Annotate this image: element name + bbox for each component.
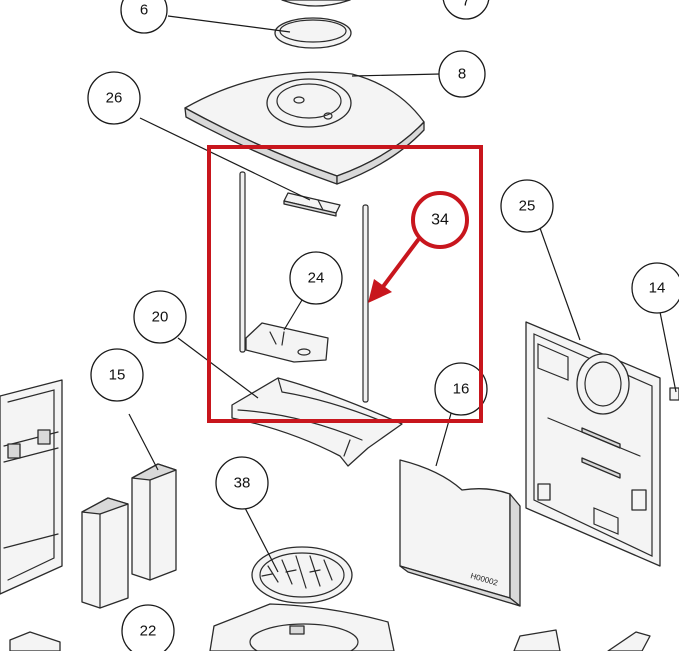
callout-38: 38 [215, 456, 269, 510]
callout-25: 25 [500, 179, 554, 233]
part-6-disc [274, 17, 352, 49]
part-24-plate [245, 322, 329, 363]
highlight-box [207, 145, 483, 423]
svg-text:20: 20 [152, 309, 169, 326]
highlight-circle [411, 191, 469, 249]
svg-text:16: 16 [453, 381, 470, 398]
svg-text:24: 24 [308, 270, 325, 287]
left-side-panel [0, 379, 63, 595]
leader-lines [128, 15, 677, 573]
svg-text:26: 26 [106, 90, 123, 107]
svg-text:8: 8 [458, 66, 466, 83]
callout-24: 24 [289, 251, 343, 305]
svg-text:14: 14 [649, 280, 666, 297]
part-26-bracket [283, 192, 341, 217]
callout-7: 7 [442, 0, 490, 20]
left-rod [239, 171, 246, 353]
right-rod [362, 204, 369, 403]
callout-6: 6 [120, 0, 168, 34]
bottom-right-fragments [513, 629, 651, 651]
svg-text:7: 7 [462, 0, 470, 10]
callout-22: 22 [121, 604, 175, 651]
highlight-annotation: 34 [207, 145, 483, 423]
callout-20: 20 [133, 290, 187, 344]
bottom-left-fragment [9, 631, 61, 651]
highlight-arrowhead [368, 279, 392, 303]
part-22-base-plate [209, 603, 395, 651]
highlight-arrow [380, 238, 420, 290]
callout-8: 8 [438, 50, 486, 98]
part-7-cap [281, 0, 351, 7]
callout-15: 15 [90, 348, 144, 402]
svg-text:22: 22 [140, 623, 157, 640]
part-25-back-panel [525, 321, 661, 567]
part-8-top-plate [184, 71, 425, 185]
callout-16: 16 [434, 362, 488, 416]
part-14-clip [669, 387, 679, 401]
part-15-firebricks [81, 463, 177, 609]
callout-14: 14 [631, 262, 679, 314]
highlight-label: 34 [431, 212, 449, 229]
part-38-grate [251, 546, 353, 604]
svg-text:15: 15 [109, 367, 126, 384]
part-34-rods [239, 171, 369, 403]
svg-text:6: 6 [140, 2, 148, 19]
callout-26: 26 [87, 71, 141, 125]
part-16-side-brick: H00002 [399, 459, 521, 607]
svg-text:25: 25 [519, 198, 536, 215]
svg-text:38: 38 [234, 475, 251, 492]
